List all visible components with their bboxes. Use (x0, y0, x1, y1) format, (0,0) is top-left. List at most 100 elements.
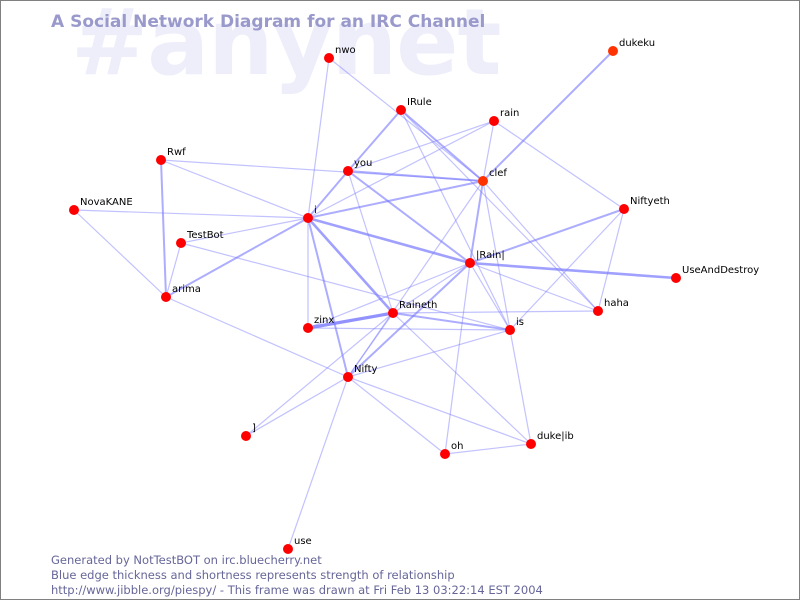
node-dot[interactable] (176, 238, 186, 248)
node-dot[interactable] (526, 439, 536, 449)
node-dot[interactable] (283, 544, 293, 554)
edge-i-raineth (307, 217, 394, 314)
edge-i-arima (165, 217, 309, 298)
node-dot[interactable] (161, 292, 171, 302)
node-dot[interactable] (489, 116, 499, 126)
edge-you-i (307, 170, 349, 219)
node-rwf[interactable]: Rwf (156, 147, 186, 165)
edge-rain-oh (444, 262, 471, 455)
node-dukeku[interactable]: dukeku (608, 38, 655, 56)
footer-generated-by: Generated by NotTestBOT on irc.bluecherr… (51, 553, 322, 567)
node-you[interactable]: you (343, 158, 372, 176)
node-nifty[interactable]: Nifty (343, 364, 378, 382)
edge-clef-nifty (347, 180, 484, 378)
edge-layer (73, 50, 677, 550)
edge-testbot-is (180, 242, 511, 331)
node-bracket[interactable]: ] (241, 423, 256, 441)
node-label: oh (451, 441, 463, 452)
node-dot[interactable] (478, 176, 488, 186)
edge-rain-you (347, 120, 495, 172)
node-label: haha (604, 298, 629, 309)
node-use[interactable]: use (283, 536, 312, 554)
edge-rain-clef (482, 120, 495, 182)
edge-rain-zinx (307, 262, 471, 329)
footer-legend-note: Blue edge thickness and shortness repres… (51, 568, 455, 582)
node-label: Rwf (167, 147, 186, 158)
node-rain[interactable]: |Rain| (465, 250, 505, 268)
node-dot[interactable] (303, 213, 313, 223)
node-is[interactable]: is (505, 317, 524, 335)
edge-you-rain (347, 170, 471, 264)
edge-rain-niftyeth (493, 120, 625, 210)
node-clef[interactable]: clef (478, 168, 507, 186)
node-dot[interactable] (69, 205, 79, 215)
node-label: NovaKANE (80, 197, 133, 208)
node-i[interactable]: i (303, 205, 317, 223)
footer: Generated by NotTestBOT on irc.bluecherr… (51, 553, 543, 598)
edge-i-nifty (307, 217, 349, 378)
edge-rain-is (469, 262, 511, 331)
edge-irule-is (400, 109, 511, 331)
node-dot[interactable] (608, 46, 618, 56)
node-dot[interactable] (156, 155, 166, 165)
node-dot[interactable] (593, 306, 603, 316)
edge-nifty-oh (347, 376, 446, 455)
edge-rwf-arima (160, 159, 167, 298)
node-dot[interactable] (343, 372, 353, 382)
edge-raineth-nifty (347, 312, 394, 378)
node-irule[interactable]: IRule (396, 97, 432, 115)
node-label: |Rain| (476, 250, 505, 261)
edge-rain-nifty (347, 262, 471, 378)
node-label: dukeku (619, 38, 655, 49)
node-dot[interactable] (505, 325, 515, 335)
node-dot[interactable] (465, 258, 475, 268)
node-dot[interactable] (343, 166, 353, 176)
edge-clef-i (307, 180, 484, 219)
node-dot[interactable] (671, 273, 681, 283)
node-nwo[interactable]: nwo (324, 45, 356, 63)
edge-arima-nifty (165, 296, 349, 378)
node-dot[interactable] (241, 431, 251, 441)
channel-watermark: #anynet (71, 0, 502, 96)
edge-you-clef (347, 170, 484, 182)
edge-raineth-is (392, 312, 511, 331)
edge-testbot-arima (165, 242, 182, 298)
node-zinx[interactable]: zinx (303, 315, 334, 333)
edge-dukeku-clef (482, 50, 614, 182)
node-label: nwo (335, 45, 356, 56)
node-raineth[interactable]: Raineth (388, 300, 437, 318)
node-novakane[interactable]: NovaKANE (69, 197, 133, 215)
node-label: zinx (314, 315, 334, 326)
edge-raineth-duke-ib (392, 312, 532, 445)
node-dot[interactable] (324, 53, 334, 63)
node-rain[interactable]: rain (489, 108, 519, 126)
edge-clef-rain (469, 180, 484, 264)
node-label: ] (252, 423, 256, 434)
edge-niftyeth-haha (597, 208, 625, 312)
edge-irule-you (347, 109, 402, 172)
node-oh[interactable]: oh (440, 441, 463, 459)
node-label: duke|ib (537, 431, 574, 442)
node-dot[interactable] (396, 105, 406, 115)
edge-i-rain (307, 216, 471, 265)
node-dot[interactable] (619, 204, 629, 214)
node-niftyeth[interactable]: Niftyeth (619, 196, 670, 214)
node-label: i (314, 205, 317, 216)
node-dot[interactable] (388, 308, 398, 318)
node-duke-ib[interactable]: duke|ib (526, 431, 574, 449)
edge-zinx-is (307, 327, 511, 331)
edge-nifty-use (287, 376, 349, 550)
node-testbot[interactable]: TestBot (176, 230, 224, 248)
node-haha[interactable]: haha (593, 298, 629, 316)
node-label: rain (500, 108, 519, 119)
node-dot[interactable] (440, 449, 450, 459)
edge-rain-haha (469, 262, 599, 312)
node-label: you (354, 158, 372, 169)
node-dot[interactable] (303, 323, 313, 333)
edge-nifty-bracket (245, 376, 349, 437)
node-label: Raineth (399, 300, 437, 311)
node-arima[interactable]: arima (161, 284, 201, 302)
edge-nwo-i (307, 57, 330, 219)
node-useanddestroy[interactable]: UseAndDestroy (671, 265, 759, 283)
